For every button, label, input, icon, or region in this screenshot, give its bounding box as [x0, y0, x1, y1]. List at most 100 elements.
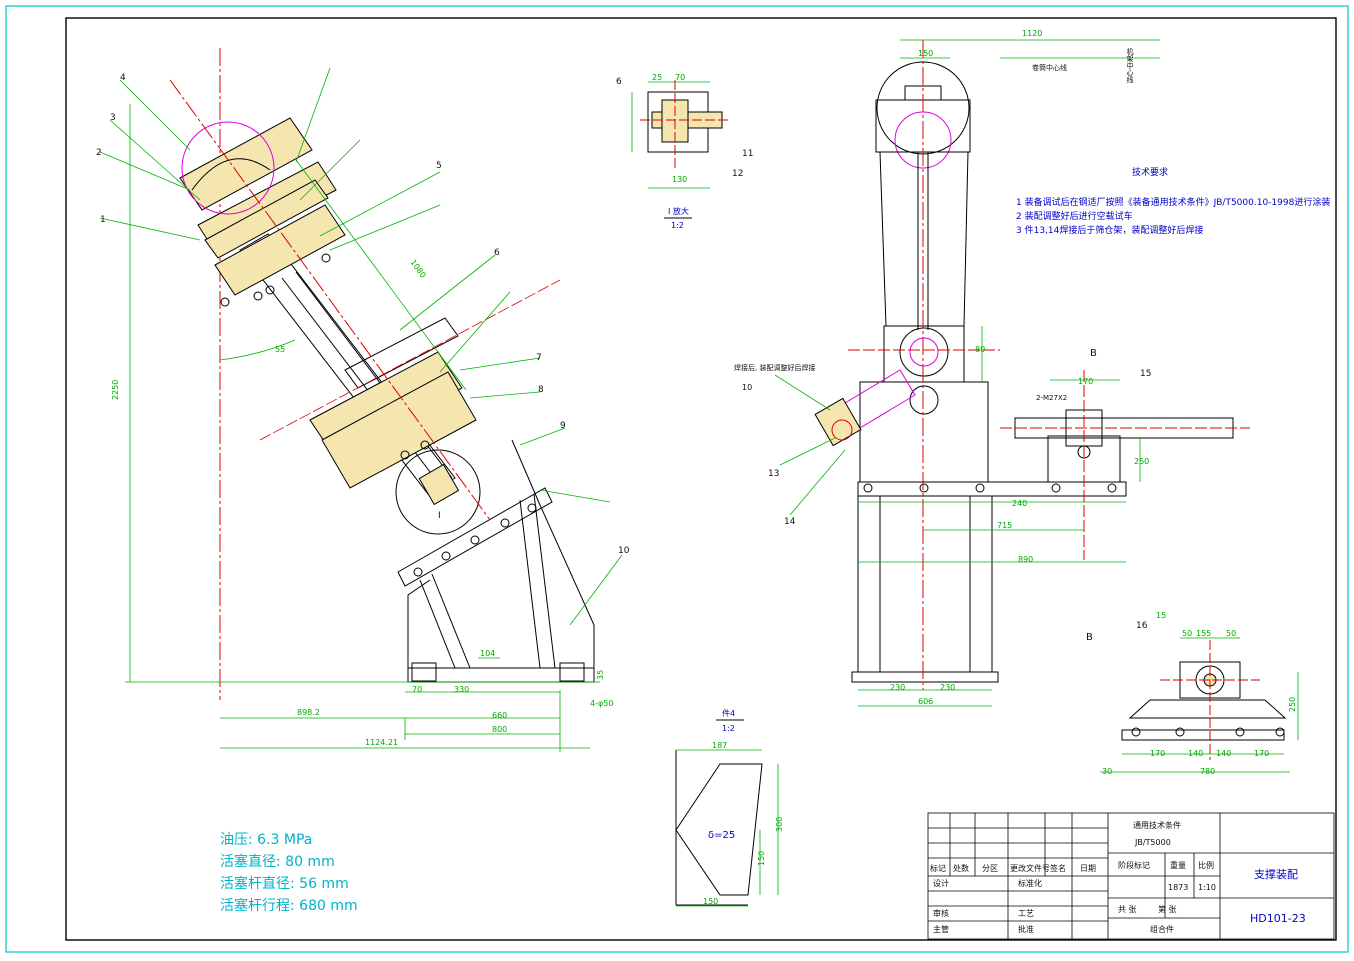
param-stroke: 活塞杆行程: 680 mm [220, 897, 358, 914]
tb-stage-mark: 阶段标记 [1118, 860, 1150, 870]
requirement-1: 1 装备调试后在钢适厂按照《装备通用技术条件》JB/T5000.10-1998进… [1016, 196, 1330, 208]
param-rod: 活塞杆直径: 56 mm [220, 875, 349, 892]
part-label-15: 15 [1140, 369, 1151, 379]
part-label-7: 7 [536, 353, 542, 363]
view-I-title: I 放大 [668, 206, 689, 216]
tb-hdr-docno: 更改文件号 [1010, 863, 1050, 873]
tb-standard-title: 通用技术条件 [1133, 820, 1181, 830]
dim-140a: 140 [1188, 749, 1203, 758]
tb-row-main: 主管 [933, 924, 949, 934]
requirement-2: 2 装配调整好后进行空载试车 [1016, 210, 1133, 222]
tb-standard-code: JB/T5000 [1134, 838, 1171, 847]
dim-240: 240 [1012, 499, 1027, 508]
inner-frame [65, 17, 1337, 941]
view-I-scale: 1:2 [671, 221, 684, 230]
outer-border [5, 5, 1349, 953]
dim-187: 187 [712, 741, 727, 750]
dim-150b: 150 [703, 897, 718, 906]
part4-view: 件4 1:2 187 150 300 150 δ=25 [675, 708, 784, 907]
dim-890: 890 [1018, 555, 1033, 564]
dim-70: 70 [412, 685, 422, 694]
dim-2250: 2250 [111, 380, 120, 400]
tb-sheet-no: 第 张 [1158, 904, 1177, 914]
dim-230a: 230 [890, 683, 905, 692]
parameters-block: 油压: 6.3 MPa 活塞直径: 80 mm 活塞杆直径: 56 mm 活塞杆… [220, 832, 358, 914]
thickness-note: δ=25 [708, 830, 735, 841]
tb-assembly: 组合件 [1150, 924, 1174, 934]
requirements-title: 技术要求 [1132, 166, 1168, 178]
dim-15: 15 [1156, 611, 1166, 620]
tb-scale-label: 比例 [1198, 860, 1214, 870]
dim-80: 80 [975, 345, 985, 354]
dim-25: 25 [652, 73, 662, 82]
tb-hdr-date: 日期 [1080, 864, 1096, 873]
dim-230b: 230 [940, 683, 955, 692]
dim-250b: 250 [1288, 697, 1297, 712]
note-vertical: 机架中心线 [1126, 47, 1134, 83]
section-B-bottom: B [1086, 632, 1093, 643]
requirement-3: 3 件13,14焊接后于筛仓架，装配调整好后焊接 [1016, 224, 1203, 236]
tb-row-std: 标准化 [1018, 878, 1042, 888]
dim-50b: 50 [1226, 629, 1236, 638]
tb-scale: 1:10 [1198, 883, 1216, 892]
dim-55: 55 [275, 345, 285, 354]
dim-140b: 140 [1216, 749, 1231, 758]
tb-sheets-total: 共 张 [1118, 905, 1137, 914]
part-label-3: 3 [110, 113, 116, 123]
section-B-top: B [1090, 348, 1097, 359]
tb-weight: 1873 [1168, 883, 1188, 892]
dim-1124: 1124.21 [365, 738, 398, 747]
dim-780: 780 [1200, 767, 1215, 776]
tb-weight-label: 重量 [1170, 860, 1186, 870]
dim-150a: 150 [918, 49, 933, 58]
param-pressure: 油压: 6.3 MPa [220, 832, 312, 848]
part-label-11: 11 [742, 149, 753, 159]
part-label-14: 14 [784, 517, 796, 527]
tb-row-review: 审核 [933, 908, 949, 918]
technical-requirements: 技术要求 1 装备调试后在钢适厂按照《装备通用技术条件》JB/T5000.10-… [1016, 166, 1330, 236]
detail-I-label: I [438, 511, 441, 521]
dim-4phi50: 4-φ50 [590, 699, 613, 708]
dim-35: 35 [596, 670, 605, 680]
dim-330: 330 [454, 685, 469, 694]
dim-130: 130 [672, 175, 687, 184]
tb-row-approve: 批准 [1018, 924, 1034, 934]
dim-300: 300 [775, 817, 784, 832]
note-center-line: 卷筒中心线 [1032, 63, 1067, 72]
note-weld: 焊接后, 装配调整好后焊接 [734, 363, 815, 372]
part-label-8: 8 [538, 385, 544, 395]
tb-hdr-count: 处数 [953, 863, 969, 873]
part-label-1: 1 [100, 215, 106, 225]
part-label-4: 4 [120, 73, 126, 83]
part-label-6: 6 [494, 248, 500, 258]
dim-30: 30 [1102, 767, 1112, 776]
tb-hdr-zone: 分区 [982, 864, 998, 873]
dim-155: 155 [1196, 629, 1211, 638]
title-block-text: 通用技术条件 JB/T5000 阶段标记 重量 比例 1873 1:10 支撑装… [930, 820, 1306, 934]
dim-800: 800 [492, 725, 507, 734]
dim-606: 606 [918, 697, 933, 706]
left-view: 2250 898.2 1124.21 660 800 330 70 104 4-… [96, 48, 630, 752]
part-label-9: 9 [560, 421, 566, 431]
dim-1080: 1080 [408, 258, 427, 280]
part4-title: 件4 [722, 708, 735, 718]
tb-row-design: 设计 [933, 878, 949, 888]
part-label-5: 5 [436, 161, 442, 171]
part-label-13: 13 [768, 469, 779, 479]
title-block [927, 812, 1335, 940]
detail-view-I: 25 70 130 6 11 12 I 放大 1:2 [616, 73, 753, 230]
dim-104: 104 [480, 649, 495, 658]
dim-898: 898.2 [297, 708, 320, 717]
dim-150c: 150 [757, 851, 766, 866]
part4-scale: 1:2 [722, 724, 735, 733]
tb-drawing-number: HD101-23 [1250, 912, 1306, 925]
section-view-B: 155 50 50 170 140 140 170 780 30 250 15 … [1086, 611, 1299, 776]
dim-70b: 70 [675, 73, 685, 82]
front-view: 1120 150 80 170 250 715 890 240 230 230 … [734, 29, 1250, 707]
note-thread: 2-M27X2 [1036, 394, 1067, 402]
part-label-2: 2 [96, 148, 102, 158]
dim-1120: 1120 [1022, 29, 1042, 38]
part-label-12: 12 [732, 169, 743, 179]
part-label-16: 16 [1136, 621, 1148, 631]
